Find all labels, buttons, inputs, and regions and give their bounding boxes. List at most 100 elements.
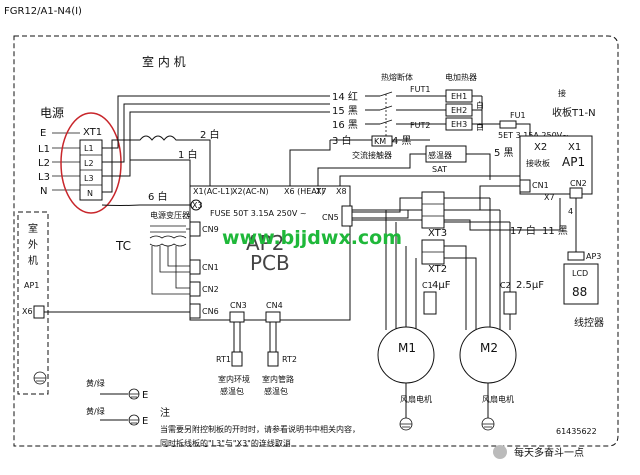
ground-leads	[100, 393, 128, 421]
power-input-wires	[52, 132, 80, 191]
receiver-x7: X7	[544, 193, 555, 202]
receiver-x1: X1	[568, 142, 581, 153]
pcb-cn2	[189, 281, 201, 297]
sensor-rt1	[231, 351, 243, 367]
wire-15-label: 15 黑	[332, 105, 358, 117]
receiver-cn1	[519, 179, 531, 193]
heater-eh1-label: EH1	[451, 92, 467, 101]
fut1-label: FUT1	[410, 85, 430, 94]
indoor-unit-title: 室 内 机	[142, 54, 186, 69]
pcb-cn1	[189, 259, 201, 275]
wire-4-label: 4 黑	[392, 135, 412, 147]
heater-eh1	[445, 89, 473, 103]
pcb-label: PCB	[250, 251, 290, 275]
pcb-cn2-label: CN2	[202, 285, 219, 294]
pcb-fuse-label: FUSE 50T 3.15A 250V ~	[210, 209, 307, 218]
heater-white-1: 白	[476, 100, 484, 110]
pcb-cn5-label: CN5	[322, 213, 339, 222]
cap-c2-value: 2.5μF	[516, 280, 544, 291]
main-feed-wires	[101, 95, 330, 206]
wire-17-label: 17 白	[510, 224, 536, 237]
pcb-term-x1: X1(AC-L1)	[193, 187, 233, 196]
contactor-label: 交流接触器	[352, 150, 392, 160]
motor-m2-desc: 风扇电机	[482, 394, 514, 404]
contactor-wires	[289, 139, 430, 186]
xt1-term-l3: L3	[84, 174, 94, 183]
xt1-term-l2: L2	[84, 159, 94, 168]
pcb-cn9-label: CN9	[202, 225, 219, 234]
heater-white-2: 白	[476, 122, 484, 132]
pcb-cn4-label: CN4	[266, 301, 283, 310]
sensor-rt2-label: RT2	[282, 355, 297, 364]
outdoor-unit-frame	[17, 211, 49, 395]
receiver-board-ap1	[519, 135, 593, 195]
wire-5-label: 5 黑	[494, 147, 514, 159]
contactor-switches	[379, 91, 393, 140]
receiver-x2: X2	[534, 142, 547, 153]
ground-e-1: E	[142, 390, 148, 401]
fut2-label: FUT2	[410, 121, 430, 130]
transformer-tc: TC	[115, 239, 131, 253]
heater-eh3	[445, 117, 473, 131]
pcb-ap2	[189, 185, 351, 321]
outdoor-char-2: 外	[28, 239, 38, 251]
xt1-term-l1: L1	[84, 144, 94, 153]
sensor-wires	[233, 322, 277, 352]
xt3-label: XT3	[428, 228, 447, 239]
sensor-rt2-desc-2: 感温包	[264, 386, 288, 396]
wire-14-label: 14 红	[332, 90, 358, 103]
power-term-e: E	[40, 128, 46, 139]
sensor-rt2	[267, 351, 279, 367]
document-number: 61435622	[556, 427, 597, 436]
controller-ap3-tag	[567, 251, 585, 261]
cap-c2	[503, 291, 517, 315]
ground-wire-label-1: 黄/绿	[86, 378, 105, 388]
wire-11-label: 11 黑	[542, 225, 568, 237]
receiver-cn1-label: CN1	[532, 181, 549, 190]
power-label: 电源	[40, 106, 64, 120]
heater-section-label: 电加热器	[445, 72, 477, 82]
note-line-2: 同时拆线板的"L3"与"X3"的连线取消	[160, 438, 291, 448]
cap-c2-label: C2	[500, 281, 511, 290]
heater-eh3-label: EH3	[451, 120, 467, 129]
sat-label: SAT	[432, 165, 447, 174]
sensor-rt1-desc-2: 感温包	[220, 386, 244, 396]
pcb-cn1-label: CN1	[202, 263, 219, 272]
receiver-name-label: 收板T1-N	[552, 106, 596, 119]
note-line-1: 当需要另附控制板的开时时，请参看说明书中相关内容，	[160, 424, 360, 434]
motor-ground-wires	[405, 383, 489, 418]
fu1-label: FU1	[510, 111, 526, 120]
pcb-cn6	[189, 303, 201, 319]
fuse-section-label: 热熔断体	[381, 72, 413, 82]
motor-m1-label: M1	[398, 341, 416, 355]
ground-e-2: E	[142, 416, 148, 427]
xt3-block	[421, 191, 445, 229]
pcb-cn9	[189, 221, 201, 237]
outdoor-ground	[33, 371, 47, 385]
heater-eh2	[445, 103, 473, 117]
xt1-term-n: N	[87, 189, 93, 198]
receiver-board-label: 接收板	[526, 158, 550, 168]
ground-symbols	[128, 388, 140, 426]
note-title: 注	[160, 406, 170, 419]
indoor-unit-frame	[13, 35, 619, 447]
highlight-circle	[60, 112, 122, 214]
cap-c1-label: C1	[422, 281, 433, 290]
power-term-l2: L2	[38, 158, 50, 169]
power-term-l1: L1	[38, 144, 50, 155]
outdoor-char-3: 机	[28, 254, 38, 267]
cap-c1	[423, 291, 437, 315]
transformer-label: 电源变压器	[150, 210, 190, 220]
wechat-label: 每天多奋斗一点	[514, 446, 584, 459]
pcb-term-x7: X7	[316, 187, 327, 196]
outdoor-char-1: 室	[28, 222, 38, 235]
motor-m2	[459, 326, 517, 384]
sensor-rt1-desc-1: 室内环境	[218, 374, 250, 384]
fu1-fuse	[499, 120, 517, 129]
pcb-term-x8: X8	[336, 187, 347, 196]
model-number: FGR12/A1-N4(I)	[4, 6, 82, 17]
outdoor-x6-label: X6	[22, 307, 33, 316]
wire-1-label: 1 白	[178, 148, 198, 161]
motor-m1-desc: 风扇电机	[400, 394, 432, 404]
